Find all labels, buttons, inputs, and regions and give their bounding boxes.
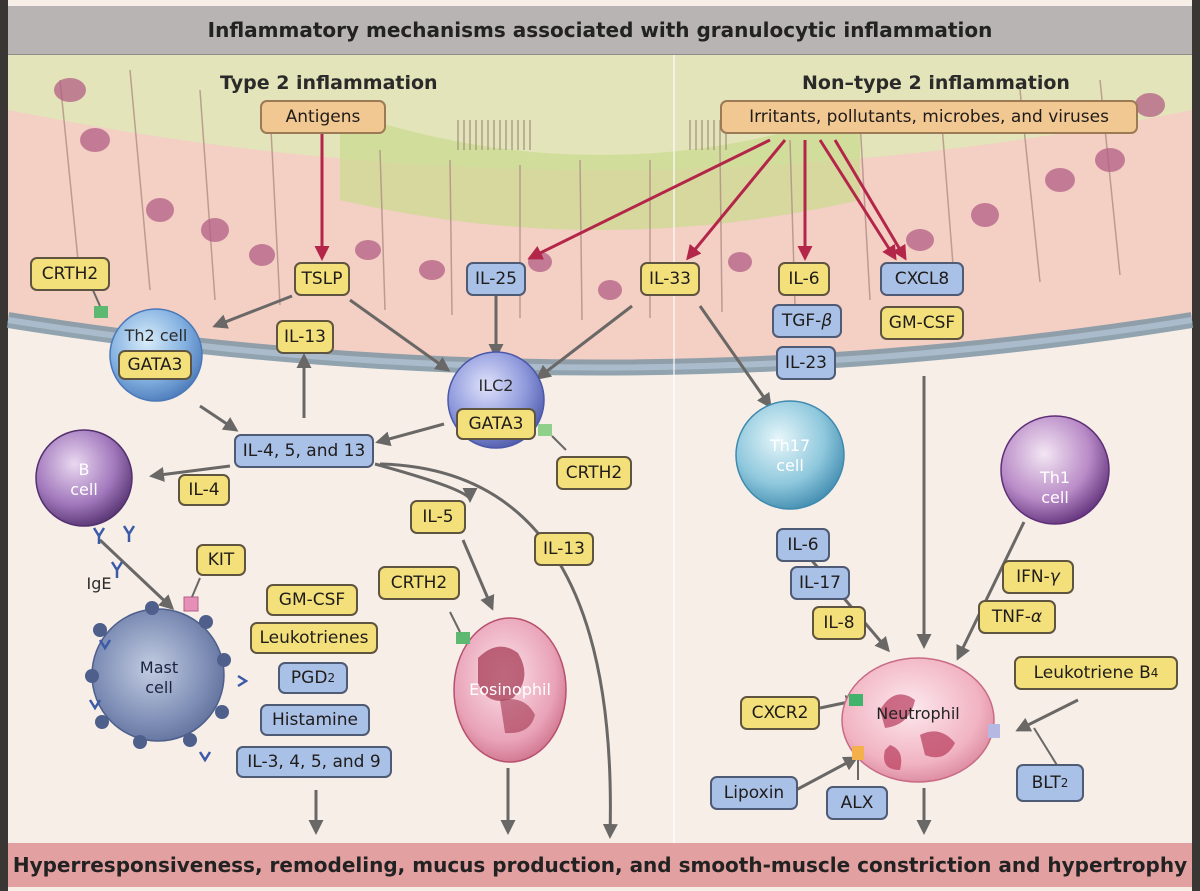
type2-heading: Type 2 inflammation: [220, 72, 438, 94]
il33-box: IL-33: [640, 262, 700, 296]
leukotrienes-box: Leukotrienes: [250, 622, 378, 654]
il25-box: IL-25: [466, 262, 526, 296]
il6-th17-box: IL-6: [776, 528, 830, 562]
neutrophil-cell: [841, 657, 995, 783]
crth2-eos-box: CRTH2: [378, 566, 460, 600]
il5-box: IL-5: [410, 500, 466, 534]
il13-down-box: IL-13: [534, 532, 594, 566]
il23-box: IL-23: [776, 346, 836, 380]
kit-box: KIT: [196, 544, 246, 576]
neutrophil-label: Neutrophil: [876, 704, 960, 723]
cxcr2-box: CXCR2: [740, 696, 820, 730]
eosinophil-label: Eosinophil: [469, 680, 551, 699]
crth2-th2-box: CRTH2: [30, 257, 110, 291]
antigens-box: Antigens: [260, 100, 386, 134]
ige-label: IgE: [86, 574, 112, 593]
crth2-ilc2-box: CRTH2: [556, 456, 632, 490]
cxcl8-box: CXCL8: [880, 262, 964, 296]
gata3-ilc2-box: GATA3: [456, 408, 536, 440]
ilc2-cell-label: ILC2: [478, 376, 514, 395]
il4-box: IL-4: [178, 474, 230, 506]
il8-box: IL-8: [812, 606, 866, 640]
il4-5-13-box: IL-4, 5, and 13: [234, 434, 374, 468]
il13-up-box: IL-13: [276, 320, 334, 354]
th1-cell: [1000, 415, 1110, 525]
il6-top-box: IL-6: [778, 262, 830, 296]
irritants-box: Irritants, pollutants, microbes, and vir…: [720, 100, 1138, 134]
b-cell: [35, 429, 133, 527]
outcome-banner: Hyperresponsiveness, remodeling, mucus p…: [8, 843, 1192, 887]
tnfa-box: TNF-α: [978, 600, 1056, 634]
alx-box: ALX: [826, 786, 888, 820]
gmcsf-mast-box: GM-CSF: [266, 584, 358, 616]
ifng-box: IFN-γ: [1002, 560, 1074, 594]
gata3-th2-box: GATA3: [118, 350, 192, 380]
il3-4-5-9-box: IL-3, 4, 5, and 9: [236, 746, 392, 778]
gmcsf-right-box: GM-CSF: [880, 306, 964, 340]
il17-box: IL-17: [790, 566, 850, 600]
tgfb-box: TGF-β: [772, 304, 842, 338]
nontype2-heading: Non–type 2 inflammation: [802, 72, 1070, 94]
lipoxin-box: Lipoxin: [710, 776, 798, 810]
th2-cell-label: Th2 cell: [124, 326, 188, 345]
diagram-title: Inflammatory mechanisms associated with …: [8, 6, 1192, 55]
histamine-box: Histamine: [260, 704, 370, 736]
tslp-box: TSLP: [294, 262, 350, 296]
th17-cell: [735, 400, 845, 510]
